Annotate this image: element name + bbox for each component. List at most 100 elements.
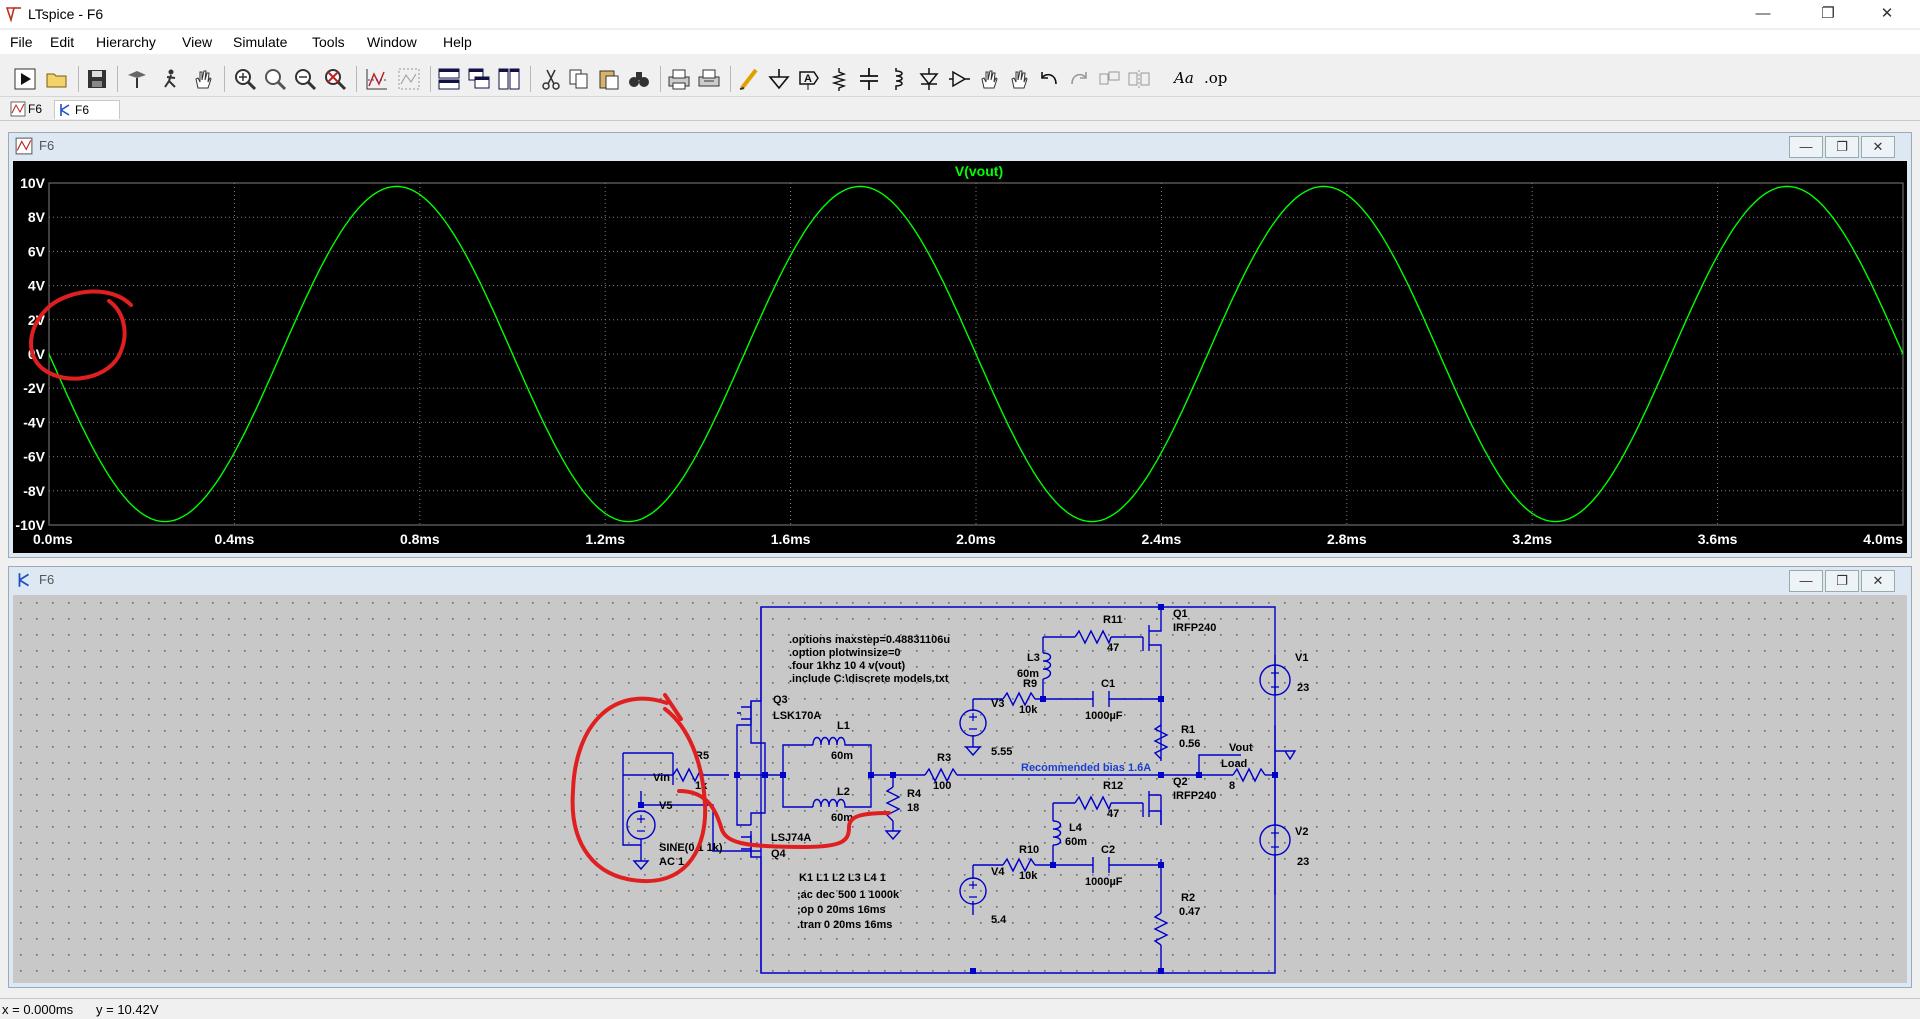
component-label-v3[interactable]: V3 — [991, 698, 1004, 710]
directive-line[interactable]: .options maxstep=0.48831106u — [789, 634, 950, 646]
close-button[interactable]: ✕ — [1880, 5, 1894, 22]
component-label-l1[interactable]: L1 — [837, 720, 850, 732]
cut-icon[interactable] — [538, 66, 564, 92]
directive-line[interactable]: .option plotwinsize=0 — [789, 647, 901, 659]
undo-icon[interactable] — [1036, 66, 1062, 92]
component-label-r10[interactable]: R10 — [1019, 844, 1039, 856]
move-icon[interactable] — [976, 66, 1002, 92]
resistor-icon[interactable] — [826, 66, 852, 92]
component-value-v5[interactable]: SINE(0 1 1k) — [659, 842, 723, 854]
mirror-icon[interactable] — [1126, 66, 1152, 92]
component-value-l4[interactable]: 60m — [1065, 836, 1087, 848]
component-value-r1[interactable]: 0.56 — [1179, 738, 1200, 750]
component-label-r11[interactable]: R11 — [1103, 614, 1123, 626]
component-value-c2[interactable]: 1000µF — [1085, 876, 1123, 888]
component-value-l1[interactable]: 60m — [831, 750, 853, 762]
menu-help[interactable]: Help — [443, 34, 472, 50]
draw-wire-icon[interactable] — [736, 66, 762, 92]
tab-waveform[interactable]: F6 — [8, 100, 68, 118]
autorange-icon[interactable] — [364, 66, 390, 92]
menu-view[interactable]: View — [182, 34, 213, 50]
waveform-close-button[interactable]: ✕ — [1861, 136, 1895, 158]
find-icon[interactable] — [626, 66, 652, 92]
component-label-load[interactable]: Load — [1221, 758, 1247, 770]
schematic-canvas[interactable]: .options maxstep=0.48831106u .option plo… — [13, 595, 1907, 983]
component-label-l4[interactable]: L4 — [1069, 822, 1083, 834]
component-label-v2[interactable]: V2 — [1295, 826, 1308, 838]
print-preview-icon[interactable] — [696, 66, 722, 92]
copy-icon[interactable] — [566, 66, 592, 92]
component-label-r2[interactable]: R2 — [1181, 892, 1195, 904]
directive-line[interactable]: K1 L1 L2 L3 L4 1 — [799, 872, 886, 884]
component-value-q3[interactable]: LSK170A — [773, 710, 821, 722]
component-value-q2[interactable]: IRFP240 — [1173, 790, 1216, 802]
component-value-r10[interactable]: 10k — [1019, 870, 1038, 882]
paste-icon[interactable] — [596, 66, 622, 92]
restore-button[interactable]: ❐ — [1821, 5, 1835, 22]
component-value-l2[interactable]: 60m — [831, 812, 853, 824]
component-value-c1[interactable]: 1000µF — [1085, 710, 1123, 722]
directive-line[interactable]: .four 1khz 10 4 v(vout) — [789, 660, 905, 672]
net-label-vout[interactable]: Vout — [1229, 742, 1253, 754]
zoom-out-icon[interactable] — [292, 66, 318, 92]
schematic-close-button[interactable]: ✕ — [1861, 570, 1895, 592]
menu-tools[interactable]: Tools — [312, 34, 345, 50]
spice-directive-button[interactable]: .op — [1204, 69, 1228, 87]
component-value-r4[interactable]: 18 — [907, 802, 919, 814]
directive-line[interactable]: .tran 0 20ms 16ms — [797, 919, 892, 931]
waveform-restore-button[interactable]: ❐ — [1825, 136, 1859, 158]
diode-icon[interactable] — [916, 66, 942, 92]
redo-icon[interactable] — [1066, 66, 1092, 92]
component-value-v4[interactable]: 5.4 — [991, 914, 1007, 926]
cascade-icon[interactable] — [466, 66, 492, 92]
directive-line[interactable]: ;op 0 20ms 16ms — [797, 904, 886, 916]
schematic-restore-button[interactable]: ❐ — [1825, 570, 1859, 592]
tile-vertical-icon[interactable] — [496, 66, 522, 92]
zoom-full-icon[interactable] — [262, 66, 288, 92]
component-label-r12[interactable]: R12 — [1103, 780, 1123, 792]
component-value-r9[interactable]: 10k — [1019, 704, 1038, 716]
component-label-v5[interactable]: V5 — [659, 800, 672, 812]
net-label-vin[interactable]: Vin — [653, 772, 670, 784]
drag-icon[interactable] — [1006, 66, 1032, 92]
component-value-load[interactable]: 8 — [1229, 780, 1235, 792]
menu-hierarchy[interactable]: Hierarchy — [96, 34, 156, 50]
directive-line[interactable]: .include C:\discrete models.txt — [789, 673, 949, 685]
component-label-v1[interactable]: V1 — [1295, 652, 1308, 664]
component-ac-v5[interactable]: AC 1 — [659, 856, 684, 868]
run-icon[interactable] — [12, 66, 38, 92]
component-label-r3[interactable]: R3 — [937, 752, 951, 764]
component-value-l3[interactable]: 60m — [1017, 668, 1039, 680]
component-value-v3[interactable]: 5.55 — [991, 746, 1012, 758]
menu-file[interactable]: File — [10, 34, 33, 50]
halt-icon[interactable] — [158, 66, 184, 92]
schematic-minimize-button[interactable]: — — [1789, 570, 1823, 592]
menu-window[interactable]: Window — [367, 34, 417, 50]
trace-label[interactable]: V(vout) — [955, 163, 1003, 179]
label-net-icon[interactable]: A — [796, 66, 822, 92]
component-value-r12[interactable]: 47 — [1107, 808, 1119, 820]
zoom-cancel-icon[interactable] — [322, 66, 348, 92]
print-icon[interactable] — [666, 66, 692, 92]
minimize-button[interactable]: — — [1755, 5, 1771, 22]
pan-hand-icon[interactable] — [190, 66, 216, 92]
schematic-window-titlebar[interactable]: F6 — ❐ ✕ — [9, 567, 1911, 593]
component-label-c1[interactable]: C1 — [1101, 678, 1115, 690]
component-label-r4[interactable]: R4 — [907, 788, 922, 800]
component-icon[interactable] — [946, 66, 972, 92]
waveform-minimize-button[interactable]: — — [1789, 136, 1823, 158]
waveform-window-titlebar[interactable]: F6 — ❐ ✕ — [9, 133, 1911, 159]
save-icon[interactable] — [84, 66, 110, 92]
ground-icon[interactable] — [766, 66, 792, 92]
text-tool-button[interactable]: Aa — [1174, 69, 1194, 87]
directive-line[interactable]: ;ac dec 500 1 1000k — [797, 889, 900, 901]
component-label-l3[interactable]: L3 — [1027, 652, 1040, 664]
control-panel-icon[interactable] — [124, 66, 150, 92]
rotate-icon[interactable] — [1096, 66, 1122, 92]
component-label-c2[interactable]: C2 — [1101, 844, 1115, 856]
menu-edit[interactable]: Edit — [50, 34, 75, 50]
open-icon[interactable] — [44, 66, 70, 92]
component-value-r2[interactable]: 0.47 — [1179, 906, 1200, 918]
component-label-v4[interactable]: V4 — [991, 866, 1005, 878]
inductor-icon[interactable] — [886, 66, 912, 92]
